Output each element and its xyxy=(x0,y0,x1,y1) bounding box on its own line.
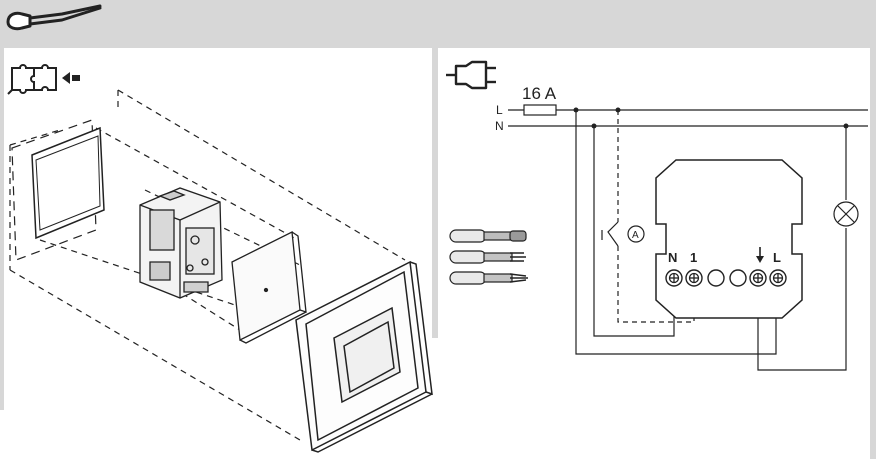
assembly-puzzle-icon xyxy=(7,64,57,95)
flexible-wire-icon xyxy=(449,271,528,285)
fuse-rating-label: 16 A xyxy=(522,84,557,103)
exploded-assembly xyxy=(9,89,433,453)
wiring-diagram xyxy=(508,104,868,371)
terminal-n-label: N xyxy=(668,250,677,265)
front-frame-plate xyxy=(295,260,433,453)
panel-divider xyxy=(432,48,438,338)
terminal-l-label: L xyxy=(773,250,781,265)
screwdriver-icon xyxy=(6,4,102,31)
neutral-label: N xyxy=(495,119,504,133)
switch-marker-circle xyxy=(627,225,645,243)
rocker-cover xyxy=(231,230,307,344)
line-label: L xyxy=(496,103,503,117)
right-border-bar xyxy=(870,48,876,459)
header-bar xyxy=(0,0,876,48)
switch-marker-label: A xyxy=(632,230,639,241)
fuse-symbol xyxy=(523,104,557,116)
terminal-1-label: 1 xyxy=(690,250,697,265)
power-plug-icon xyxy=(446,60,496,90)
device-housing xyxy=(655,159,803,319)
terminal-block xyxy=(665,269,787,287)
left-border-bar xyxy=(0,48,4,410)
insert-arrow-icon xyxy=(62,72,80,84)
solid-wire-icon xyxy=(449,229,527,243)
wire-strip-icons xyxy=(449,229,528,285)
stranded-wire-icon xyxy=(449,250,526,264)
switch-mechanism xyxy=(139,187,223,299)
load-arrow-icon xyxy=(756,247,764,263)
